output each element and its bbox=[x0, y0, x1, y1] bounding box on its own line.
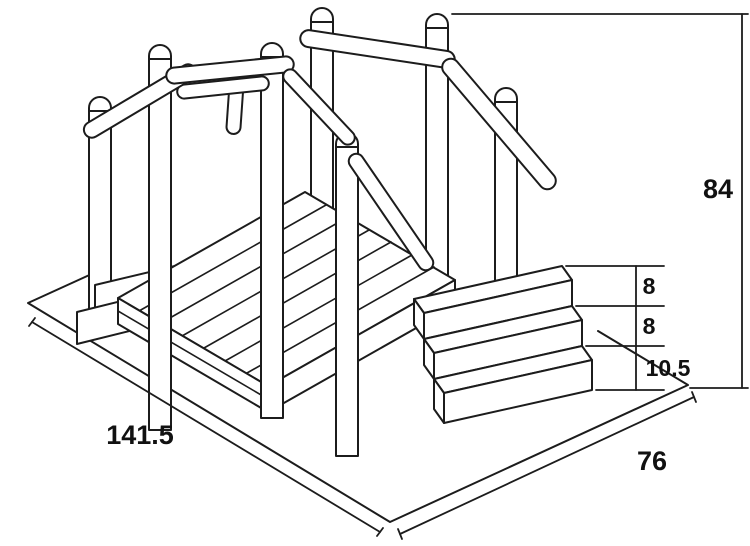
ground-edge bbox=[27, 271, 689, 523]
dimension-depth: 76 bbox=[397, 391, 697, 540]
railing-board-front-slope bbox=[282, 68, 356, 146]
dim-depth-label: 76 bbox=[637, 446, 667, 476]
dim-rise-top-label: 8 bbox=[643, 273, 656, 299]
dim-rise-mid-label: 8 bbox=[643, 313, 656, 339]
dimension-step-risers: 8 8 10.5 bbox=[565, 265, 691, 391]
dim-height-label: 84 bbox=[703, 174, 733, 204]
ground-outline bbox=[27, 271, 689, 523]
post-front-center bbox=[335, 132, 359, 457]
post-front-mid-tall bbox=[260, 42, 284, 419]
railing-board-center-diagonal bbox=[347, 152, 435, 272]
dimension-height: 84 bbox=[451, 13, 749, 389]
dimension-length: 141.5 bbox=[28, 317, 384, 537]
railing-board-left-lower bbox=[176, 75, 270, 100]
post-back-right bbox=[425, 13, 449, 301]
front-posts bbox=[148, 42, 359, 457]
railing-board-right-diagonal bbox=[441, 57, 557, 191]
post-front-left-tall bbox=[148, 44, 172, 431]
railing-board-left-top bbox=[165, 55, 295, 85]
staircase bbox=[413, 265, 593, 424]
dim-length-label: 141.5 bbox=[106, 420, 174, 450]
dim-rise-bottom-label: 10.5 bbox=[646, 355, 691, 381]
tread3-riser bbox=[443, 359, 593, 424]
deck-rim-seam bbox=[117, 310, 269, 400]
railings bbox=[82, 29, 557, 272]
